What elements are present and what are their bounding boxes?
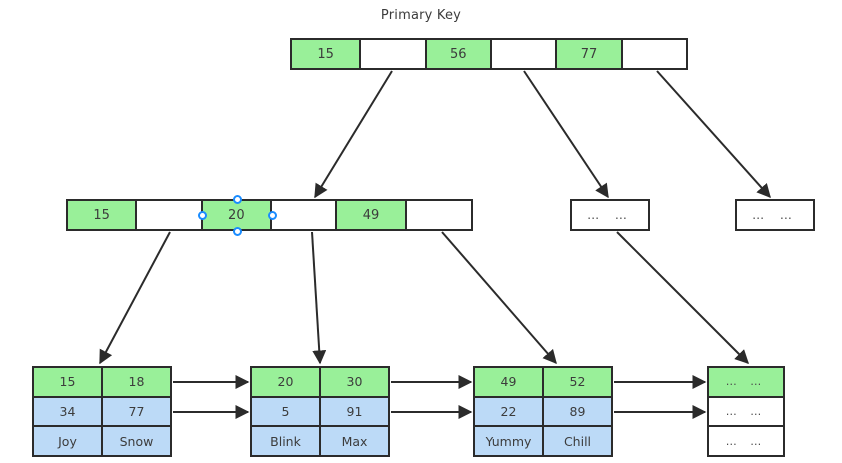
leaf-node-4-name-1[interactable]: … … — [709, 427, 783, 456]
leaf-node-2-key-1[interactable]: 20 — [252, 368, 321, 396]
internal-node-2-cell-1-ellipsis[interactable]: … … — [572, 201, 648, 229]
root-index-node-cell-4-pointer[interactable] — [491, 40, 558, 68]
internal-node-2[interactable]: … … — [570, 199, 650, 231]
internal-node-1-cell-6-pointer[interactable] — [406, 201, 471, 229]
leaf-node-4-key-1[interactable]: … … — [709, 368, 783, 396]
leaf-node-1-value-2[interactable]: 77 — [103, 397, 170, 426]
leaf-node-1-name-2[interactable]: Snow — [103, 427, 170, 456]
selection-handle-left[interactable] — [197, 210, 207, 220]
edge-internal-node-1-pointer-2-to-leaf-node-2 — [311, 231, 327, 365]
leaf-node-1-value-1[interactable]: 34 — [34, 397, 103, 426]
edge-root-pointer-1-to-internal-node-1 — [314, 70, 393, 199]
internal-node-1-cell-2-pointer[interactable] — [137, 201, 203, 229]
root-index-node-cell-6-pointer[interactable] — [622, 40, 687, 68]
internal-node-1-cell-1-key[interactable]: 15 — [68, 201, 138, 229]
leaf-node-4-keys-row: … … — [709, 368, 783, 398]
selection-handle-bottom[interactable] — [232, 226, 242, 236]
leaf-node-3-value-1[interactable]: 22 — [475, 397, 544, 426]
internal-node-3-cell-1-ellipsis[interactable]: … … — [737, 201, 813, 229]
page-title: Primary Key — [380, 8, 462, 23]
edge-internal-node-1-pointer-1-to-leaf-node-1 — [99, 231, 171, 365]
leaf-node-4-names-row: … … — [709, 427, 783, 456]
leaf-node-3-key-2[interactable]: 52 — [544, 368, 611, 396]
leaf-node-4-vals-row: … … — [709, 397, 783, 428]
selection-handle-top[interactable] — [232, 194, 242, 204]
internal-node-1-cell-3-key[interactable]: 20 — [202, 201, 272, 229]
leaf-node-3-value-2[interactable]: 89 — [544, 397, 611, 426]
leaf-node-4[interactable]: … …… …… … — [707, 366, 785, 457]
leaf-node-2-value-2[interactable]: 91 — [321, 397, 388, 426]
leaf-node-1-name-1[interactable]: Joy — [34, 427, 103, 456]
internal-node-1[interactable]: 15 20 49 — [66, 199, 473, 231]
root-index-node-cell-2-pointer[interactable] — [361, 40, 427, 68]
leaf-node-3-name-2[interactable]: Chill — [544, 427, 611, 456]
edge-root-pointer-2-to-internal-node-2 — [523, 70, 609, 199]
leaf-node-2-name-2[interactable]: Max — [321, 427, 388, 456]
internal-node-1-cell-4-pointer[interactable] — [271, 201, 338, 229]
root-index-node[interactable]: 15 56 77 — [290, 38, 688, 70]
leaf-node-2-name-1[interactable]: Blink — [252, 427, 321, 456]
leaf-node-3-name-1[interactable]: Yummy — [475, 427, 544, 456]
leaf-node-1-key-1[interactable]: 15 — [34, 368, 103, 396]
leaf-node-2-key-2[interactable]: 30 — [321, 368, 388, 396]
leaf-node-4-value-1[interactable]: … … — [709, 397, 783, 426]
root-index-node-cell-5-key[interactable]: 77 — [557, 40, 623, 68]
root-index-node-cell-3-key[interactable]: 56 — [426, 40, 492, 68]
internal-node-3[interactable]: … … — [735, 199, 815, 231]
selection-handle-right[interactable] — [267, 210, 277, 220]
internal-node-1-cell-5-key[interactable]: 49 — [337, 201, 407, 229]
edge-internal-node-2-pointer-1-to-leaf-node-4 — [616, 231, 749, 364]
leaf-node-1-key-2[interactable]: 18 — [103, 368, 170, 396]
leaf-node-3-key-1[interactable]: 49 — [475, 368, 544, 396]
root-index-node-cell-1-key[interactable]: 15 — [292, 40, 362, 68]
edge-internal-node-1-pointer-3-to-leaf-node-3 — [441, 231, 557, 365]
leaf-node-2-value-1[interactable]: 5 — [252, 397, 321, 426]
edge-root-pointer-3-to-internal-node-3 — [656, 70, 771, 199]
